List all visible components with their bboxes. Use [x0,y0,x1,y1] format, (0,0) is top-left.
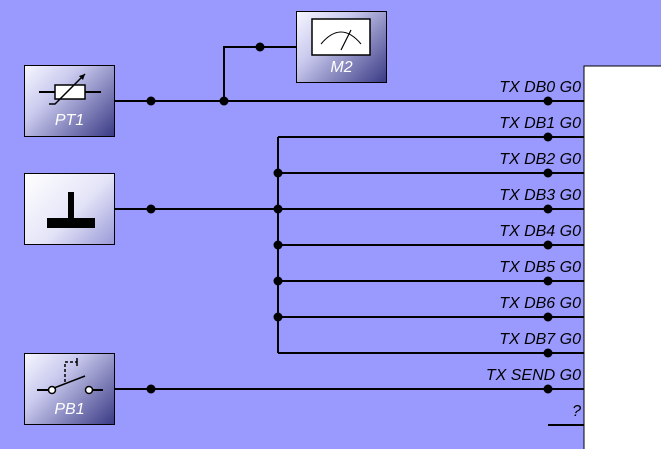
pin-label-db3[interactable]: TX DB3 G0 [499,187,581,204]
pin-label-db1[interactable]: TX DB1 G0 [499,115,581,132]
pb1-label: PB1 [54,401,85,418]
m2-label: M2 [330,59,353,76]
junction-dot [273,168,283,178]
junction-dot [219,96,229,106]
junction-dot [273,240,283,250]
junction-dot [543,240,553,250]
junction-dot [543,276,553,286]
ground-tee-icon [47,192,95,228]
junction-dot [146,96,156,106]
junction-dots [146,42,553,394]
pin-label-db2[interactable]: TX DB2 G0 [499,151,581,168]
pin-label-db6[interactable]: TX DB6 G0 [499,295,581,312]
pt1-block[interactable]: PT1 [24,65,115,137]
junction-dot [543,132,553,142]
m2-block[interactable]: M2 [296,11,387,83]
junction-dot [255,42,265,52]
pin-label-db5[interactable]: TX DB5 G0 [499,259,581,276]
thermistor-icon [39,73,101,105]
device-pin-lines [548,100,584,426]
pt1-label: PT1 [54,112,85,129]
meter-icon [311,18,371,56]
pin-label-send[interactable]: TX SEND G0 [485,367,581,384]
junction-dot [543,168,553,178]
pin-label-unknown[interactable]: ? [572,403,581,420]
junction-dot [543,312,553,322]
pin-label-db0[interactable]: TX DB0 G0 [499,79,581,96]
pushbutton-icon [37,358,103,395]
junction-dot [146,204,156,214]
device-body[interactable] [583,65,661,449]
wires [114,46,548,390]
wire-branch-m2 [223,46,296,101]
junction-dot [146,384,156,394]
junction-dot [543,96,553,106]
junction-dot [273,204,283,214]
pin-label-db4[interactable]: TX DB4 G0 [499,223,581,240]
junction-dot [273,312,283,322]
pb1-block[interactable]: PB1 [24,353,115,425]
junction-dot [543,348,553,358]
data-source-block[interactable] [24,173,115,245]
junction-dot [273,276,283,286]
junction-dot [543,384,553,394]
pin-label-db7[interactable]: TX DB7 G0 [499,331,581,348]
junction-dot [543,204,553,214]
